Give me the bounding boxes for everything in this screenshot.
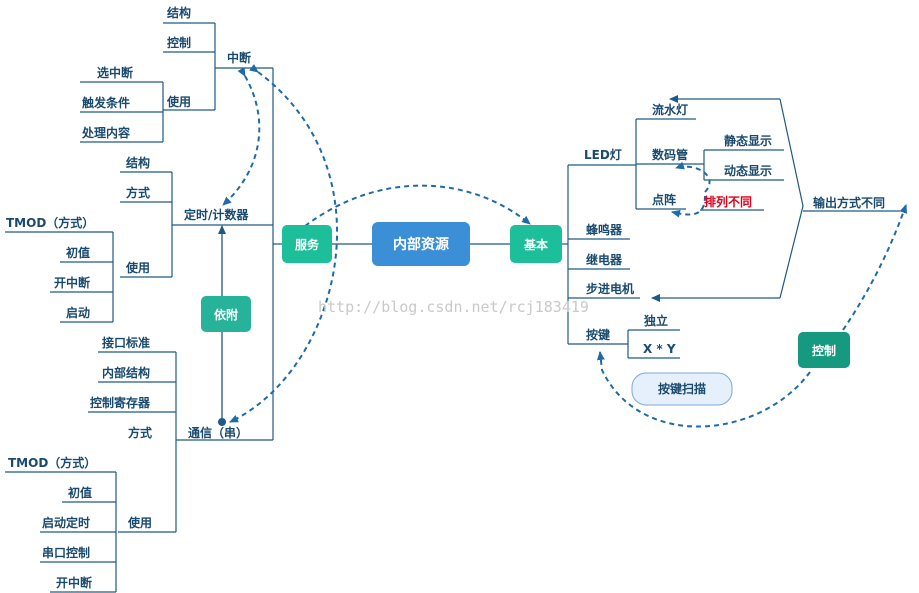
timer-use-item[interactable]: 初值 bbox=[66, 245, 90, 260]
buzzer-label[interactable]: 蜂鸣器 bbox=[586, 222, 623, 237]
serial-use-item[interactable]: 启动定时 bbox=[42, 515, 90, 530]
basic-node-label: 基本 bbox=[523, 237, 548, 252]
interrupt-use[interactable]: 使用 bbox=[166, 94, 191, 109]
serial-use-item[interactable]: 初值 bbox=[68, 485, 92, 500]
serial-branch: 通信（串） 接口标准 内部结构 控制寄存器 方式 使用 TMOD（方式） 初值 … bbox=[8, 335, 248, 590]
basic-branch: LED灯 流水灯 数码管 点阵 静态显示 动态显示 排列不同 蜂鸣器 继电器 步… bbox=[584, 102, 885, 356]
depend-node-label: 依附 bbox=[214, 307, 238, 322]
serial-use-item[interactable]: 开中断 bbox=[56, 575, 92, 590]
serial-item[interactable]: 接口标准 bbox=[102, 335, 150, 350]
depend-anchor-dot bbox=[218, 418, 226, 426]
relay-label[interactable]: 继电器 bbox=[586, 252, 623, 267]
center-node-box[interactable] bbox=[372, 222, 470, 266]
led-label[interactable]: LED灯 bbox=[584, 147, 622, 162]
arrangement-note: 排列不同 bbox=[704, 194, 752, 209]
timer-use-item[interactable]: 开中断 bbox=[54, 275, 90, 290]
basic-node-box[interactable] bbox=[510, 225, 562, 263]
serial-use-item[interactable]: TMOD（方式） bbox=[8, 455, 96, 470]
interrupt-control[interactable]: 控制 bbox=[167, 35, 191, 50]
timer-use-item[interactable]: TMOD（方式） bbox=[6, 215, 94, 230]
right-tree-lines bbox=[562, 95, 900, 359]
key-scan-label: 按键扫描 bbox=[658, 381, 706, 396]
control-node-label: 控制 bbox=[812, 343, 836, 358]
timer-branch: 定时/计数器 结构 方式 使用 TMOD（方式） 初值 开中断 启动 bbox=[6, 155, 249, 320]
serial-item[interactable]: 控制寄存器 bbox=[90, 395, 151, 410]
timer-label[interactable]: 定时/计数器 bbox=[184, 207, 249, 222]
center-node-label: 内部资源 bbox=[393, 236, 449, 253]
keys-child[interactable]: 独立 bbox=[643, 313, 668, 328]
service-node-box[interactable] bbox=[282, 225, 332, 263]
led-child[interactable]: 点阵 bbox=[652, 192, 676, 207]
keys-label[interactable]: 按键 bbox=[586, 327, 610, 342]
serial-label[interactable]: 通信（串） bbox=[188, 425, 248, 440]
digit-child[interactable]: 动态显示 bbox=[724, 163, 772, 178]
serial-item[interactable]: 内部结构 bbox=[102, 365, 150, 380]
watermark: http://blog.csdn.net/rcj183419 bbox=[318, 298, 589, 316]
interrupt-use-item[interactable]: 触发条件 bbox=[82, 95, 130, 110]
dashed-relations bbox=[222, 64, 908, 428]
service-node-label: 服务 bbox=[295, 237, 320, 252]
digit-child[interactable]: 静态显示 bbox=[724, 133, 772, 148]
led-child[interactable]: 流水灯 bbox=[652, 102, 688, 117]
depend-node-box[interactable] bbox=[201, 296, 251, 332]
interrupt-structure[interactable]: 结构 bbox=[167, 5, 191, 20]
serial-item[interactable]: 方式 bbox=[128, 425, 152, 440]
timer-use[interactable]: 使用 bbox=[125, 260, 150, 275]
keys-child[interactable]: X * Y bbox=[643, 342, 676, 356]
led-child[interactable]: 数码管 bbox=[652, 147, 688, 162]
timer-use-item[interactable]: 启动 bbox=[66, 305, 90, 320]
control-node-box[interactable] bbox=[798, 332, 850, 368]
serial-use[interactable]: 使用 bbox=[127, 515, 152, 530]
timer-structure[interactable]: 结构 bbox=[126, 155, 150, 170]
interrupt-use-item[interactable]: 选中断 bbox=[97, 65, 133, 80]
interrupt-branch: 中断 结构 控制 使用 选中断 触发条件 处理内容 bbox=[81, 5, 251, 140]
interrupt-use-item[interactable]: 处理内容 bbox=[81, 125, 130, 140]
key-scan-bubble[interactable] bbox=[631, 372, 733, 406]
interrupt-label[interactable]: 中断 bbox=[227, 50, 251, 65]
stepper-label[interactable]: 步进电机 bbox=[586, 281, 634, 296]
output-note: 输出方式不同 bbox=[813, 195, 885, 210]
timer-mode[interactable]: 方式 bbox=[126, 185, 150, 200]
serial-use-item[interactable]: 串口控制 bbox=[42, 545, 90, 560]
